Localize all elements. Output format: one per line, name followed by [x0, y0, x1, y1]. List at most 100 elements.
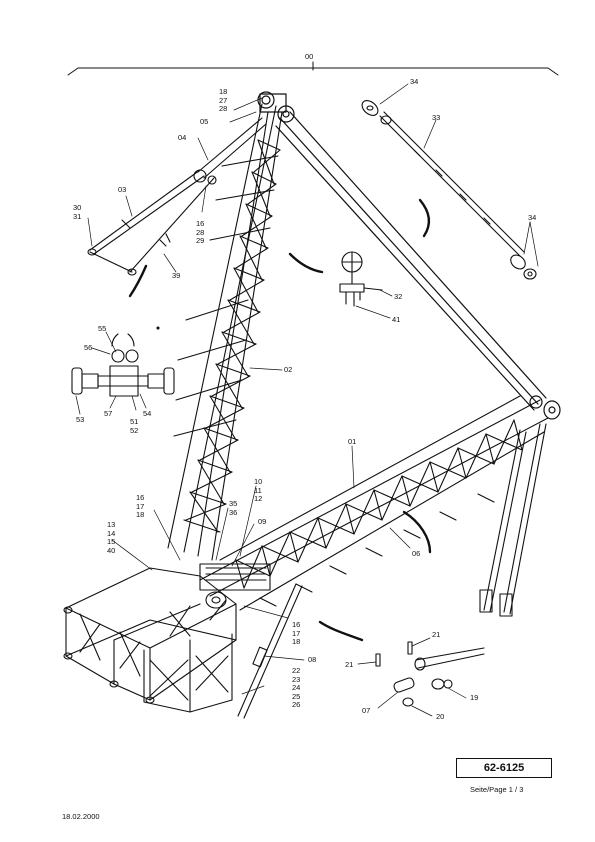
pin-parts — [375, 641, 485, 707]
callout-number: 11 — [254, 485, 262, 495]
callout-number: 34 — [528, 213, 537, 222]
callout-number: 41 — [392, 315, 401, 324]
callout-number: 53 — [76, 415, 85, 424]
tie-rod — [275, 111, 547, 411]
callout-number: 17 — [136, 501, 145, 511]
callout-number: 16 — [196, 219, 205, 228]
callout-c_55: 55 — [98, 324, 107, 334]
callout-number: 08 — [308, 655, 317, 664]
bolt-assembly — [71, 326, 175, 397]
indication-arcs — [128, 198, 432, 642]
callout-c_57: 57 — [104, 409, 113, 419]
callout-c_34a: 34 — [410, 77, 419, 87]
callout-c_39: 39 — [172, 271, 181, 281]
part-number-box: 62-6125 — [456, 758, 552, 778]
callout-number: 52 — [130, 425, 139, 435]
callout-number: 57 — [104, 409, 113, 418]
callout-c_19: 19 — [470, 693, 479, 703]
level-gauge — [339, 251, 383, 307]
callout-number: 17 — [292, 628, 301, 638]
callout-number: 01 — [348, 437, 357, 446]
erection-frame — [87, 117, 267, 276]
callout-number: 27 — [219, 95, 228, 105]
callout-c_20: 20 — [436, 712, 444, 722]
callout-number: 18 — [292, 637, 301, 647]
pendant-ropes — [479, 423, 547, 617]
callout-number: 32 — [394, 292, 403, 301]
callout-number: 23 — [292, 674, 301, 684]
callout-c_01: 01 — [348, 437, 357, 447]
callout-number: 12 — [254, 494, 263, 504]
callout-number: 35 — [229, 499, 238, 508]
callout-number: 19 — [470, 693, 479, 702]
callout-c_03: 03 — [118, 185, 127, 195]
callout-c_41: 41 — [392, 315, 401, 325]
callout-c_54: 54 — [143, 409, 152, 419]
callout-number: 56 — [84, 343, 93, 352]
callout-number: 21 — [432, 630, 441, 639]
callout-c_07: 07 — [362, 706, 371, 716]
callout-number: 22 — [292, 666, 301, 675]
callout-number: 24 — [292, 683, 301, 693]
callout-number: 07 — [362, 706, 371, 715]
base-winch — [199, 563, 271, 609]
callout-c_09: 09 — [258, 517, 267, 527]
callout-c_06: 06 — [412, 549, 420, 559]
callout-number: 16 — [292, 620, 301, 629]
callout-number: 28 — [219, 104, 228, 114]
jib-tip — [529, 395, 561, 420]
tie-bar-33 — [361, 100, 537, 280]
page-indicator: Seite/Page 1 / 3 — [470, 785, 524, 794]
callout-c_53: 53 — [76, 415, 85, 425]
callout-number: 14 — [107, 528, 116, 538]
callout-number: 29 — [196, 236, 205, 246]
callout-number: 02 — [284, 365, 293, 374]
callout-c_32: 32 — [394, 292, 403, 302]
callout-number: 33 — [432, 113, 441, 122]
callout-number: 28 — [196, 227, 205, 237]
callout-number: 40 — [107, 545, 116, 555]
callout-number: 39 — [172, 271, 181, 280]
drawing-date: 18.02.2000 — [62, 812, 100, 821]
callout-number: 09 — [258, 517, 267, 526]
callout-number: 34 — [410, 77, 419, 86]
callout-number: 13 — [107, 520, 116, 529]
callout-c_04: 04 — [178, 133, 187, 143]
callout-number: 36 — [229, 507, 238, 517]
callout-c_02: 02 — [284, 365, 293, 375]
base-frame — [63, 567, 237, 713]
callout-c_34b: 34 — [528, 213, 537, 223]
callout-number: 16 — [136, 493, 145, 502]
callout-number: 31 — [73, 211, 82, 221]
callout-c_21b: 21 — [345, 660, 353, 670]
callout-number: 18 — [219, 87, 228, 96]
part-number: 62-6125 — [483, 762, 525, 774]
callout-number: 30 — [73, 203, 82, 212]
callout-number: 18 — [136, 510, 145, 520]
callout-c_33: 33 — [432, 113, 441, 123]
callout-c_05: 05 — [200, 117, 209, 127]
mast-02 — [167, 103, 283, 561]
callout-c_21a: 21 — [432, 630, 441, 640]
callout-number: 51 — [130, 417, 139, 426]
callout-number: 04 — [178, 133, 187, 142]
callout-number: 25 — [292, 691, 301, 701]
callout-number: 55 — [98, 324, 107, 333]
callout-number: 54 — [143, 409, 152, 418]
callout-number: 15 — [107, 537, 116, 547]
callout-number: 05 — [200, 117, 209, 126]
callout-number: 10 — [254, 477, 263, 486]
assembly-label: 00 — [305, 52, 314, 61]
callout-number: 03 — [118, 185, 127, 194]
leader-lines — [75, 83, 539, 717]
